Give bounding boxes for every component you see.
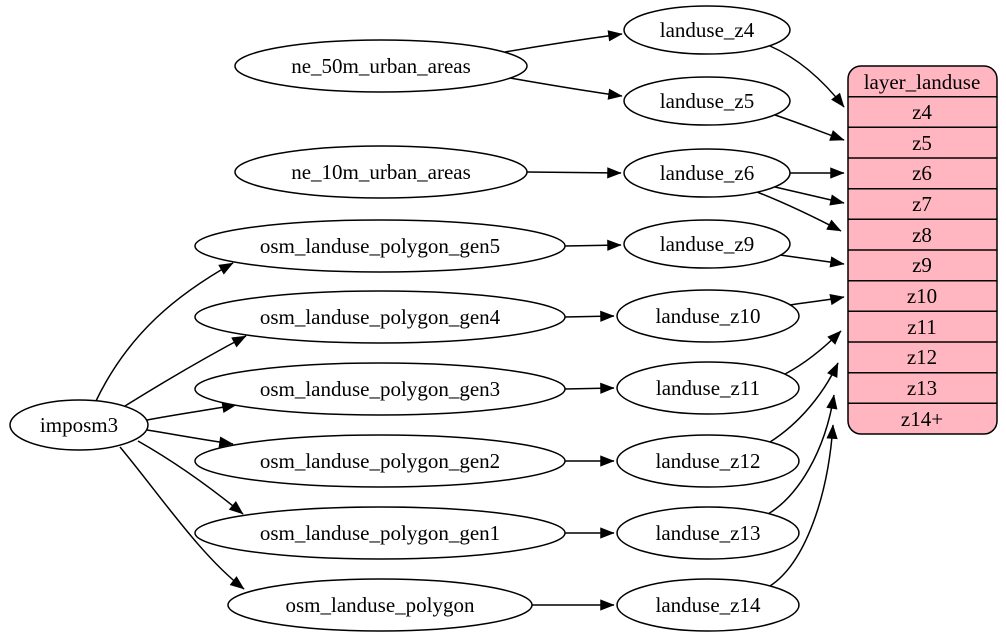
edge-ne_50m_urban_areas-to-landuse_z5	[509, 77, 623, 100]
edge-landuse_z10-to-row-z10	[789, 294, 845, 306]
node-label: osm_landuse_polygon_gen4	[260, 305, 501, 329]
node-label: landuse_z6	[660, 161, 754, 185]
edge-imposm3-to-osm_landuse_polygon_gen2	[146, 429, 234, 448]
node-osm_landuse_polygon_gen4: osm_landuse_polygon_gen4	[194, 290, 566, 344]
edge-ne_50m_urban_areas-to-landuse_z4	[504, 30, 623, 53]
ellipse-shape	[616, 434, 800, 488]
node-label: landuse_z4	[660, 18, 755, 42]
node-label: landuse_z10	[656, 304, 761, 328]
table-row-z8: z8	[912, 223, 932, 247]
node-label: osm_landuse_polygon_gen5	[260, 234, 500, 258]
ellipse-shape	[623, 5, 791, 55]
edge-imposm3-to-osm_landuse_polygon_gen3	[146, 401, 237, 421]
ellipse-shape	[234, 145, 528, 199]
edge-landuse_z9-to-row-z9	[779, 254, 845, 268]
edge-landuse_z5-to-row-z5	[774, 114, 845, 141]
ellipse-shape	[9, 399, 149, 451]
node-landuse_z10: landuse_z10	[616, 289, 800, 343]
node-landuse_z9: landuse_z9	[623, 219, 791, 269]
node-label: landuse_z11	[656, 376, 760, 400]
table-row-dividers	[848, 95, 997, 405]
node-ne_50m_urban_areas: ne_50m_urban_areas	[234, 39, 528, 93]
table-title: layer_landuse	[864, 70, 981, 94]
edge-landuse_z13-to-row-z13	[767, 394, 838, 515]
table-row-z14plus: z14+	[901, 407, 943, 431]
node-label: landuse_z5	[660, 89, 754, 113]
edge-osm_landuse_polygon_gen4-to-landuse_z10	[564, 310, 615, 322]
ellipse-shape	[194, 362, 566, 416]
node-landuse_z4: landuse_z4	[623, 5, 791, 55]
edge-imposm3-to-osm_landuse_polygon_gen1	[137, 440, 244, 515]
ellipse-shape	[616, 361, 800, 415]
edge-landuse_z14-to-row-z14plus	[769, 424, 838, 587]
ellipse-shape	[194, 506, 566, 560]
ellipse-shape	[194, 219, 566, 273]
ellipse-shape	[227, 578, 533, 632]
node-ne_10m_urban_areas: ne_10m_urban_areas	[234, 145, 528, 199]
ellipse-shape	[616, 578, 800, 632]
node-label: landuse_z14	[656, 593, 761, 617]
table-row-z12: z12	[907, 345, 937, 369]
edge-landuse_z12-to-row-z12	[769, 362, 839, 443]
node-osm_landuse_polygon_gen5: osm_landuse_polygon_gen5	[194, 219, 566, 273]
edge-osm_landuse_polygon_gen3-to-landuse_z11	[564, 382, 615, 394]
ellipse-shape	[194, 434, 566, 488]
table-row-z13: z13	[907, 376, 937, 400]
ellipse-shape	[623, 148, 791, 198]
node-label: osm_landuse_polygon_gen1	[260, 521, 500, 545]
table-row-z5: z5	[912, 131, 932, 155]
ellipse-shape	[616, 506, 800, 560]
table-row-z11: z11	[907, 315, 937, 339]
node-label: osm_landuse_polygon	[286, 593, 475, 617]
node-imposm3: imposm3	[9, 399, 149, 451]
node-label: imposm3	[40, 413, 118, 437]
table-row-z10: z10	[907, 284, 937, 308]
node-label: landuse_z13	[656, 521, 761, 545]
edge-landuse_z6-to-row-z7	[774, 186, 845, 206]
edge-imposm3-to-osm_landuse_polygon	[119, 446, 245, 590]
ellipse-shape	[623, 76, 791, 126]
node-label: osm_landuse_polygon_gen3	[260, 377, 500, 401]
node-label: landuse_z12	[656, 449, 761, 473]
node-landuse_z13: landuse_z13	[616, 506, 800, 560]
node-osm_landuse_polygon_gen2: osm_landuse_polygon_gen2	[194, 434, 566, 488]
edge-osm_landuse_polygon_gen5-to-landuse_z9	[564, 239, 622, 251]
node-landuse_z11: landuse_z11	[616, 361, 800, 415]
ellipse-shape	[194, 290, 566, 344]
table-layer_landuse: layer_landuse z4 z5 z6 z7 z8 z9 z10 z11 …	[847, 65, 998, 435]
node-osm_landuse_polygon_gen1: osm_landuse_polygon_gen1	[194, 506, 566, 560]
node-landuse_z5: landuse_z5	[623, 76, 791, 126]
edge-imposm3-to-osm_landuse_polygon_gen5	[94, 262, 234, 404]
node-osm_landuse_polygon: osm_landuse_polygon	[227, 578, 533, 632]
edge-layer	[94, 30, 845, 611]
node-label: ne_10m_urban_areas	[291, 160, 471, 184]
table-row-z6: z6	[912, 161, 932, 185]
edge-ne_10m_urban_areas-to-landuse_z6	[526, 167, 622, 179]
node-label: osm_landuse_polygon_gen2	[260, 449, 500, 473]
edge-imposm3-to-osm_landuse_polygon_gen4	[124, 335, 247, 407]
node-label: ne_50m_urban_areas	[291, 54, 471, 78]
node-landuse_z14: landuse_z14	[616, 578, 800, 632]
ellipse-shape	[234, 39, 528, 93]
edge-landuse_z6-to-row-z8	[756, 191, 842, 232]
node-landuse_z12: landuse_z12	[616, 434, 800, 488]
table-row-z9: z9	[912, 253, 932, 277]
table-row-z4: z4	[912, 100, 932, 124]
node-landuse_z6: landuse_z6	[623, 148, 791, 198]
node-label: landuse_z9	[660, 232, 754, 256]
edge-landuse_z11-to-row-z11	[784, 330, 842, 375]
ellipse-shape	[616, 289, 800, 343]
table-row-z7: z7	[912, 192, 932, 216]
node-osm_landuse_polygon_gen3: osm_landuse_polygon_gen3	[194, 362, 566, 416]
edge-landuse_z4-to-row-z4	[769, 45, 845, 108]
ellipse-shape	[623, 219, 791, 269]
